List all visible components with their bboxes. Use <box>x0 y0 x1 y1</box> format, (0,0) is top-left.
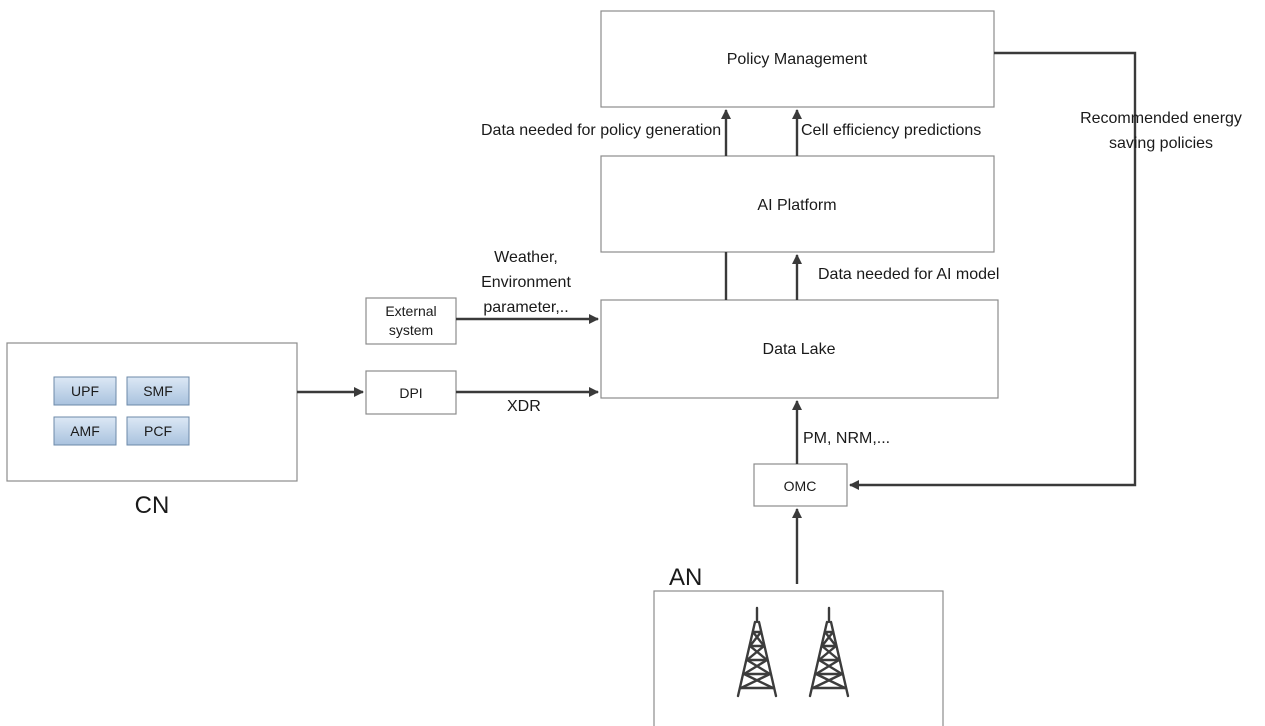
arrow-policy-to-omc <box>848 51 1137 491</box>
label-cell-efficiency: Cell efficiency predictions <box>801 122 981 139</box>
nf-label: AMF <box>70 423 100 439</box>
external-system-box: External system <box>365 297 457 345</box>
label-xdr: XDR <box>507 398 541 415</box>
dpi-label: DPI <box>399 385 422 401</box>
label-weather-line3: parameter,.. <box>483 299 568 316</box>
label-weather-line1: Weather, <box>494 249 558 266</box>
network-function-amf: AMF <box>53 416 117 446</box>
cn-container: UPF SMF AMF PCF <box>6 342 298 482</box>
an-label: AN <box>669 564 702 591</box>
omc-label: OMC <box>784 478 817 494</box>
label-recommended-line2: saving policies <box>1109 135 1213 152</box>
nf-label: PCF <box>144 423 172 439</box>
label-recommended-line1: Recommended energy <box>1080 110 1242 127</box>
cn-label: CN <box>135 492 170 519</box>
label-data-for-ai: Data needed for AI model <box>818 266 999 283</box>
cell-tower-icon <box>736 606 778 698</box>
data-lake-box: Data Lake <box>600 299 999 399</box>
an-container <box>653 590 944 726</box>
data-lake-label: Data Lake <box>763 341 836 358</box>
ai-platform-label: AI Platform <box>757 197 836 214</box>
nf-label: SMF <box>143 383 173 399</box>
label-weather-line2: Environment <box>481 274 571 291</box>
nf-label: UPF <box>71 383 99 399</box>
label-pm-nrm: PM, NRM,... <box>803 430 890 447</box>
policy-management-box: Policy Management <box>600 10 995 108</box>
omc-box: OMC <box>753 463 848 507</box>
cell-tower-icon <box>808 606 850 698</box>
network-function-upf: UPF <box>53 376 117 406</box>
network-function-pcf: PCF <box>126 416 190 446</box>
external-system-label-line2: system <box>389 322 433 338</box>
network-function-smf: SMF <box>126 376 190 406</box>
ai-platform-box: AI Platform <box>600 155 995 253</box>
policy-management-label: Policy Management <box>727 51 868 68</box>
dpi-box: DPI <box>365 370 457 415</box>
external-system-label-line1: External <box>385 303 436 319</box>
label-data-for-policy: Data needed for policy generation <box>481 122 721 139</box>
